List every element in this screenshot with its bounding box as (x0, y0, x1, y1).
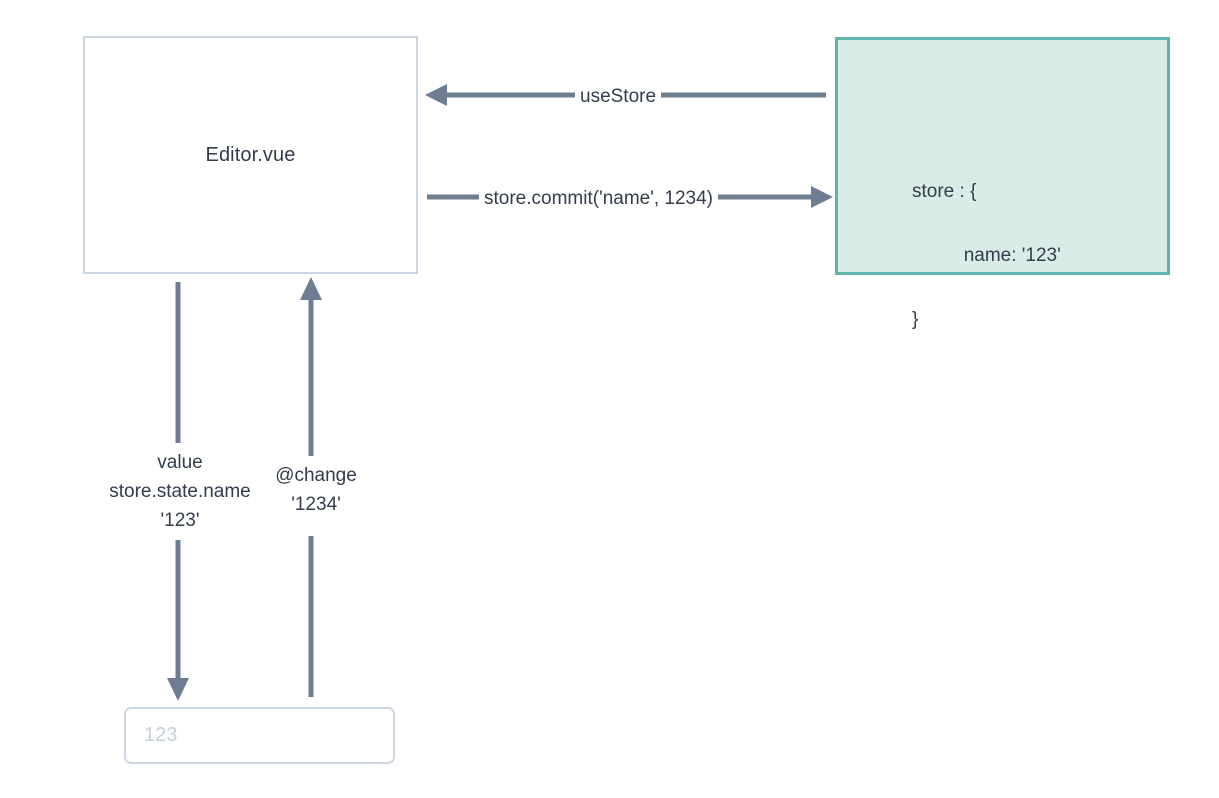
node-store-code: store : { name: '123' } (912, 112, 1061, 400)
edge-label-value-binding: value store.state.name '123' (88, 448, 272, 535)
store-code-line-1: store : { (912, 181, 977, 202)
edge-label-change-line-2: '1234' (291, 494, 341, 515)
node-store[interactable]: store : { name: '123' } (835, 37, 1170, 330)
edge-change-event (300, 277, 322, 697)
arrow-head-left (425, 84, 447, 106)
text-input-field[interactable] (124, 707, 395, 764)
edge-label-value-line-1: value (157, 452, 203, 473)
arrow-head-up (300, 277, 322, 300)
arrow-head-right (811, 186, 833, 208)
edge-label-value-line-3: '123' (160, 510, 200, 531)
edge-label-value-line-2: store.state.name (109, 481, 251, 502)
node-editor-vue[interactable]: Editor.vue (83, 36, 418, 274)
edge-label-use-store: useStore (575, 84, 662, 110)
edge-value-binding (167, 282, 189, 701)
edge-label-change-line-1: @change (275, 465, 357, 486)
store-code-line-2: name: '123' (963, 245, 1061, 266)
edge-label-change-event: @change '1234' (262, 461, 370, 519)
edge-label-commit: store.commit('name', 1234) (479, 186, 719, 212)
store-code-line-3: } (912, 309, 919, 330)
arrow-head-down (167, 678, 189, 701)
node-editor-vue-label: Editor.vue (205, 143, 296, 166)
